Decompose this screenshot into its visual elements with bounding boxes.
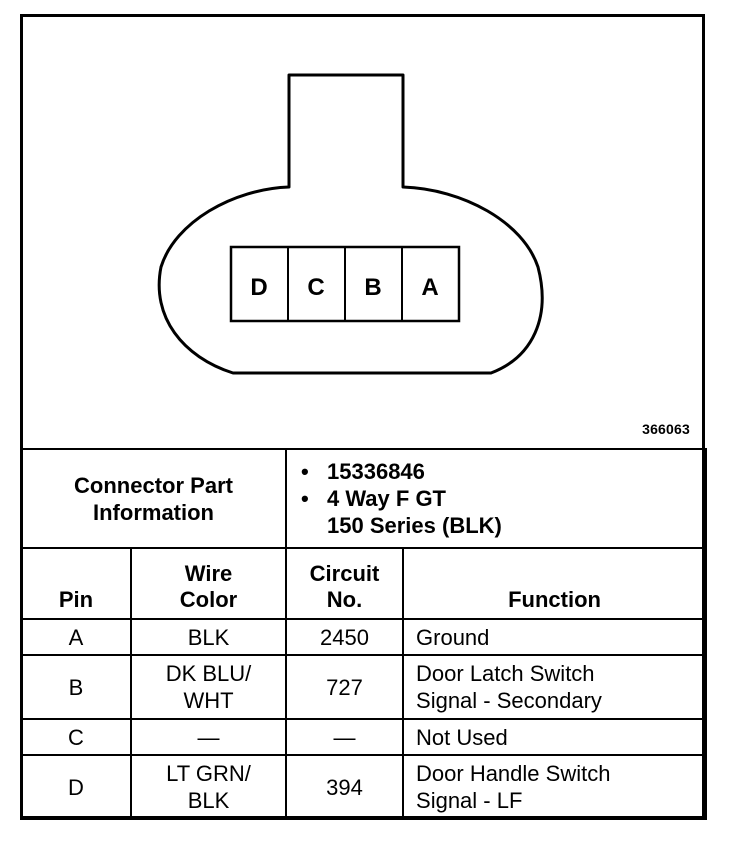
pin-cell: C — [20, 718, 132, 756]
header-circuit-line2: No. — [326, 587, 363, 612]
pin-label-b: B — [364, 274, 381, 301]
function-cell: Door Handle Switch Signal - LF — [402, 754, 708, 820]
connector-housing-outline — [157, 73, 544, 375]
part-number: 15336846 — [327, 459, 425, 484]
wire-color-line1: DK BLU/ — [165, 661, 252, 686]
table-row: D LT GRN/ BLK 394 Door Handle Switch Sig… — [20, 754, 708, 820]
wire-color-cell: — — [129, 718, 288, 756]
function-line1: Door Handle Switch — [416, 761, 611, 786]
figure-id: 366063 — [642, 421, 690, 437]
pin-label-d: D — [250, 274, 267, 301]
circuit-cell: 2450 — [285, 618, 405, 656]
header-wire-color-line2: Color — [179, 587, 238, 612]
wire-color-line2: WHT — [183, 688, 234, 713]
circuit-cell: 394 — [285, 754, 405, 820]
header-wire-color: Wire Color — [129, 547, 288, 620]
pin-cell: D — [20, 754, 132, 820]
connector-info-table: Connector Part Information • 15336846 • … — [19, 448, 708, 820]
function-line1: Door Latch Switch — [416, 661, 595, 686]
header-function-label: Function — [508, 587, 601, 612]
table-row: B DK BLU/ WHT 727 Door Latch Switch Sign… — [20, 654, 708, 720]
function-cell: Not Used — [402, 718, 708, 756]
connector-part-info: • 15336846 • 4 Way F GT 150 Series (BLK) — [285, 448, 708, 549]
wire-color-line2: BLK — [187, 788, 230, 813]
table-row: A BLK 2450 Ground — [20, 618, 708, 656]
connector-diagram: D C B A 366063 — [23, 17, 702, 448]
function-cell: Door Latch Switch Signal - Secondary — [402, 654, 708, 720]
connector-face-drawing: D C B A — [157, 73, 544, 375]
wire-color-cell: BLK — [129, 618, 288, 656]
part-description-line: • 4 Way F GT — [301, 485, 705, 512]
function-cell: Ground — [402, 618, 708, 656]
connector-part-label-line1: Connector Part — [74, 472, 233, 498]
header-function: Function — [402, 547, 708, 620]
pin-label-a: A — [421, 274, 438, 301]
wire-color-line1: LT GRN/ — [166, 761, 251, 786]
pin-cell: B — [20, 654, 132, 720]
wire-color-cell: DK BLU/ WHT — [129, 654, 288, 720]
header-circuit-line1: Circuit — [309, 561, 380, 586]
header-pin-label: Pin — [58, 587, 94, 612]
wire-color-cell: LT GRN/ BLK — [129, 754, 288, 820]
header-circuit: Circuit No. — [285, 547, 405, 620]
connector-part-row: Connector Part Information • 15336846 • … — [19, 448, 708, 549]
header-pin: Pin — [20, 547, 132, 620]
pin-cell: A — [20, 618, 132, 656]
part-number-line: • 15336846 — [301, 458, 705, 485]
function-line2: Signal - Secondary — [416, 688, 602, 713]
pin-label-c: C — [307, 274, 324, 301]
connector-part-label-line2: Information — [93, 499, 214, 525]
connector-part-label: Connector Part Information — [19, 448, 288, 549]
header-wire-color-line1: Wire — [184, 561, 233, 586]
part-description-line1: 4 Way F GT — [327, 486, 446, 511]
bullet-icon: • — [301, 486, 309, 511]
bullet-icon: • — [301, 459, 309, 484]
circuit-cell: — — [285, 718, 405, 756]
table-header-row: Pin Wire Color Circuit No. Function — [20, 547, 708, 620]
function-line2: Signal - LF — [416, 788, 523, 813]
connector-sheet: D C B A 366063 Connector Part Informatio… — [19, 14, 708, 820]
part-description-line2: 150 Series (BLK) — [327, 513, 502, 538]
table-row: C — — Not Used — [20, 718, 708, 756]
circuit-cell: 727 — [285, 654, 405, 720]
